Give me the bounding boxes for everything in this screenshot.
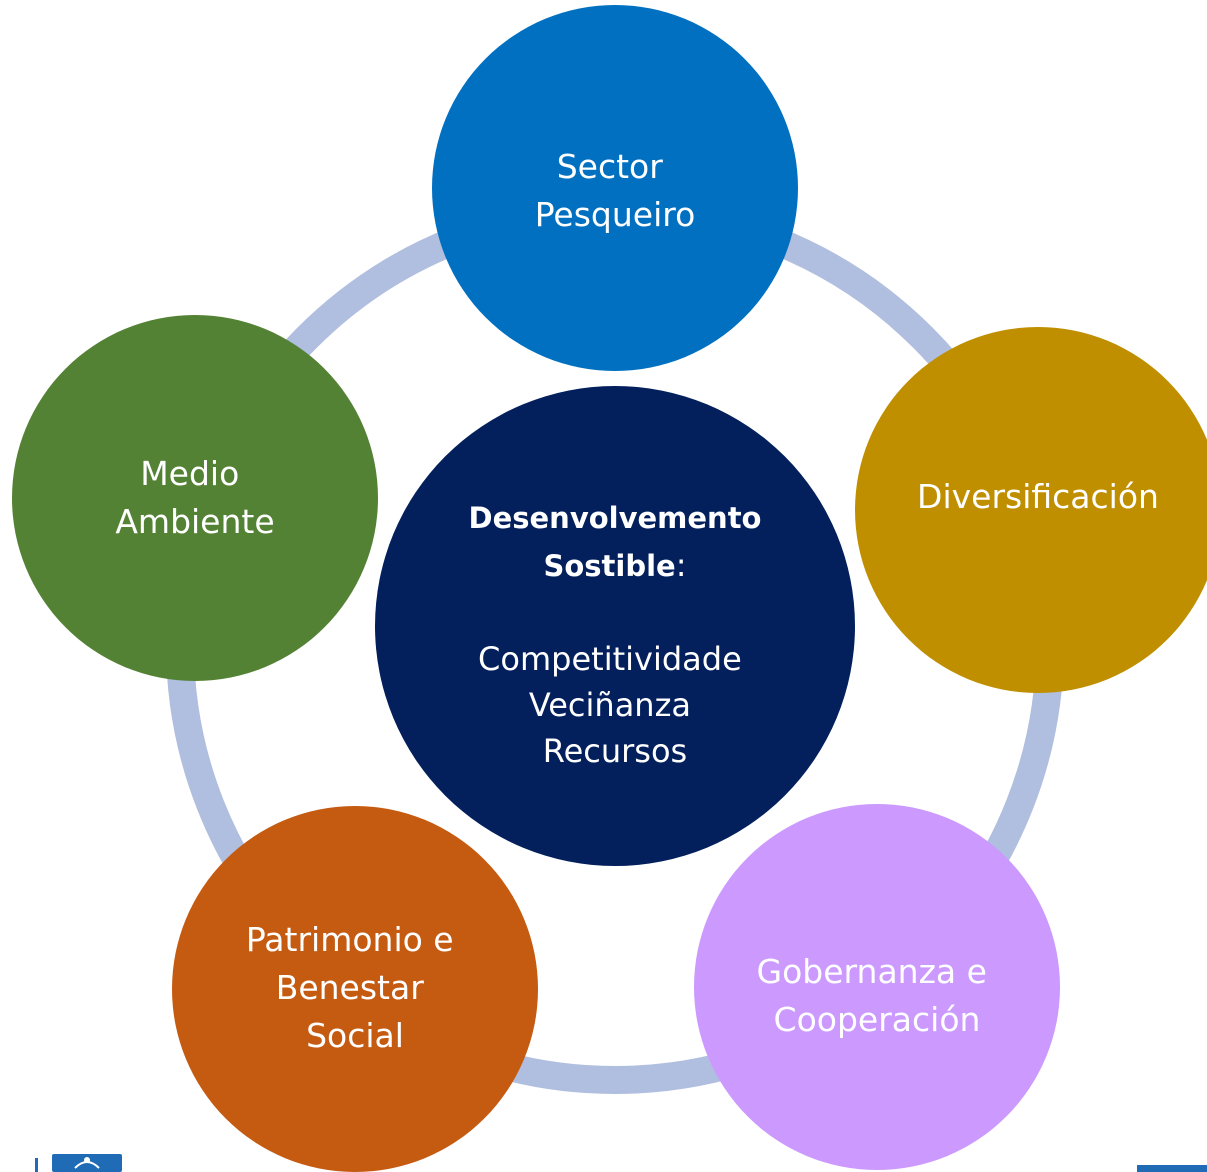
coat-of-arms-icon bbox=[35, 1154, 122, 1172]
svg-text:Sector Pesqueiro: Sector Pesqueiro bbox=[535, 147, 696, 234]
svg-text:Diversificación: Diversificación bbox=[917, 477, 1159, 516]
node-circle bbox=[855, 327, 1207, 693]
center-circle bbox=[375, 386, 855, 866]
center-item: Competitividade bbox=[478, 640, 742, 678]
node-label-line: Patrimonio e bbox=[246, 920, 454, 959]
node-gobernanza: Gobernanza e Cooperación bbox=[694, 804, 1060, 1170]
svg-text:Sostible:: Sostible: bbox=[543, 546, 686, 584]
center-title-line-2: Sostible bbox=[543, 549, 675, 583]
node-label-line: Gobernanza e bbox=[757, 952, 987, 991]
node-label-line: Ambiente bbox=[115, 502, 274, 541]
node-patrimonio: Patrimonio e Benestar Social bbox=[172, 806, 538, 1172]
node-circle bbox=[694, 804, 1060, 1170]
node-circle bbox=[172, 806, 538, 1172]
center-title-suffix: : bbox=[676, 546, 687, 584]
node-label-line: Medio bbox=[140, 454, 239, 493]
node-label-line: Benestar bbox=[276, 968, 425, 1007]
svg-text:Desenvolvemento: Desenvolvemento bbox=[469, 501, 762, 535]
node-circle bbox=[12, 315, 378, 681]
center-item: Recursos bbox=[543, 732, 687, 770]
node-label-line: Sector bbox=[557, 147, 664, 186]
node-medio-ambiente: Medio Ambiente bbox=[12, 315, 378, 681]
node-label-line: Social bbox=[306, 1016, 404, 1055]
svg-text:Gobernanza e Cooperación: Gobernanza e Cooperación bbox=[757, 952, 998, 1039]
center-item: Veciñanza bbox=[529, 686, 691, 724]
svg-text:Patrimonio e Benestar: Patrimonio e Benestar Social bbox=[246, 920, 464, 1055]
node-label-line: Diversificación bbox=[917, 477, 1159, 516]
node-diversificacion: Diversificación bbox=[855, 327, 1207, 693]
center-title-line: Desenvolvemento bbox=[469, 501, 762, 535]
svg-text:Medio Ambiente: Medio Ambiente bbox=[115, 454, 274, 541]
svg-text:Competitividade Veciñanz: Competitividade Veciñanza Recursos bbox=[478, 640, 752, 770]
node-circle bbox=[432, 5, 798, 371]
node-sector-pesqueiro: Sector Pesqueiro bbox=[432, 5, 798, 371]
center-node: Desenvolvemento Sostible: Competitividad… bbox=[375, 386, 855, 866]
corner-logo-fragment bbox=[1137, 1165, 1207, 1172]
node-label-line: Pesqueiro bbox=[535, 195, 696, 234]
node-label-line: Cooperación bbox=[774, 1000, 981, 1039]
